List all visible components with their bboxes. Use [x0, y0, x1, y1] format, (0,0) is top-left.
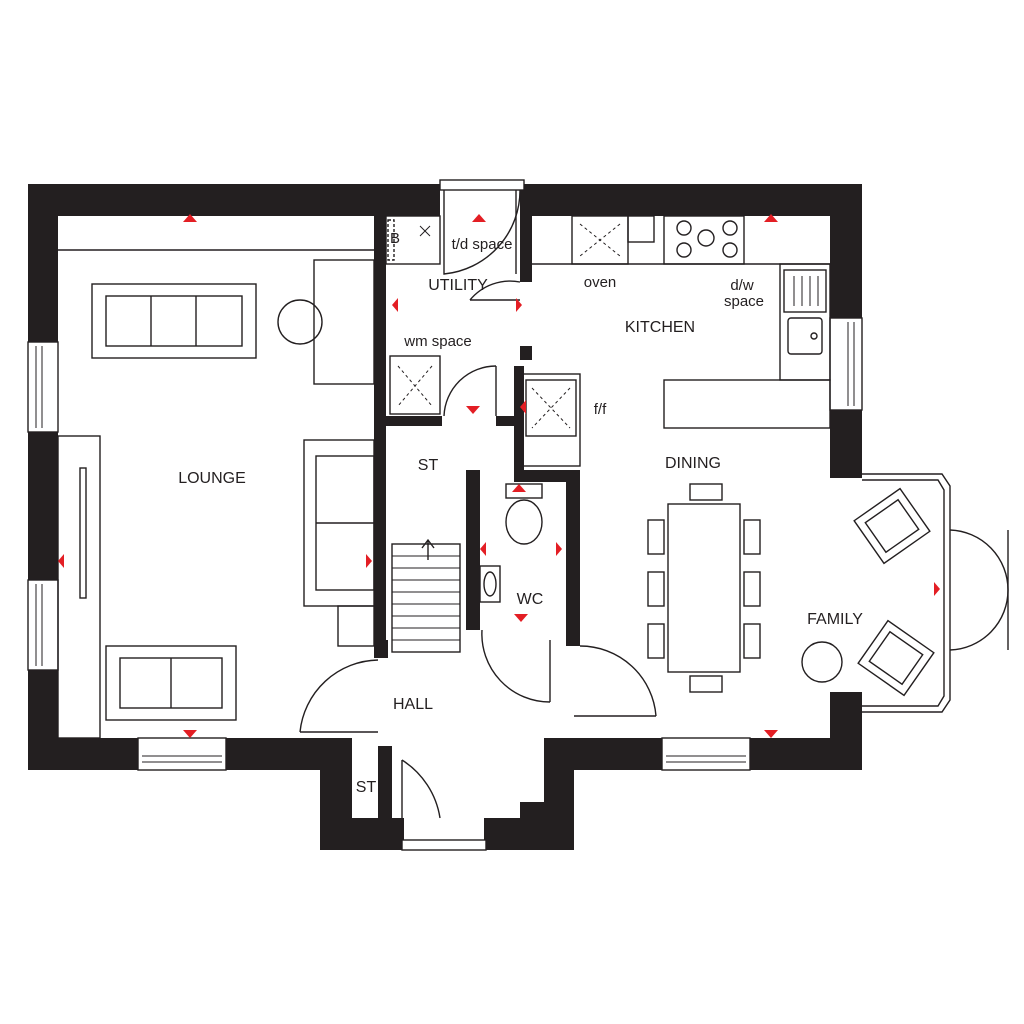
- room-label-dining: DINING: [665, 455, 721, 472]
- windows: [27, 179, 951, 771]
- fixture-labels: B t/d space wm space oven d/w space f/f: [390, 230, 764, 418]
- wc-fixtures: [479, 483, 543, 603]
- fixture-label-dishwasher-2: space: [724, 293, 764, 310]
- fixture-label-tumble-dryer: t/d space: [452, 236, 513, 253]
- electrical-markers: [58, 214, 940, 738]
- room-label-store-lower: ST: [356, 779, 377, 796]
- dining-furniture: [647, 483, 935, 697]
- fixture-label-boiler: B: [390, 230, 400, 247]
- kitchen-fixtures: [521, 215, 831, 467]
- fixture-label-washing-machine: wm space: [403, 333, 472, 350]
- room-label-store-upper: ST: [418, 457, 439, 474]
- room-labels: LOUNGE UTILITY KITCHEN DINING FAMILY HAL…: [178, 277, 863, 796]
- room-label-lounge: LOUNGE: [178, 470, 246, 487]
- room-label-family: FAMILY: [807, 611, 863, 628]
- room-label-utility: UTILITY: [428, 277, 488, 294]
- lounge-furniture: [57, 249, 375, 739]
- walls: [28, 184, 862, 850]
- room-label-hall: HALL: [393, 696, 433, 713]
- room-label-kitchen: KITCHEN: [625, 319, 695, 336]
- fixture-label-dishwasher-1: d/w: [730, 277, 754, 294]
- fixture-label-oven: oven: [584, 274, 617, 291]
- room-label-wc: WC: [517, 591, 544, 608]
- fixture-label-fridge-freezer: f/f: [594, 401, 607, 418]
- doors: [299, 189, 1009, 851]
- utility-fixtures: [385, 215, 461, 653]
